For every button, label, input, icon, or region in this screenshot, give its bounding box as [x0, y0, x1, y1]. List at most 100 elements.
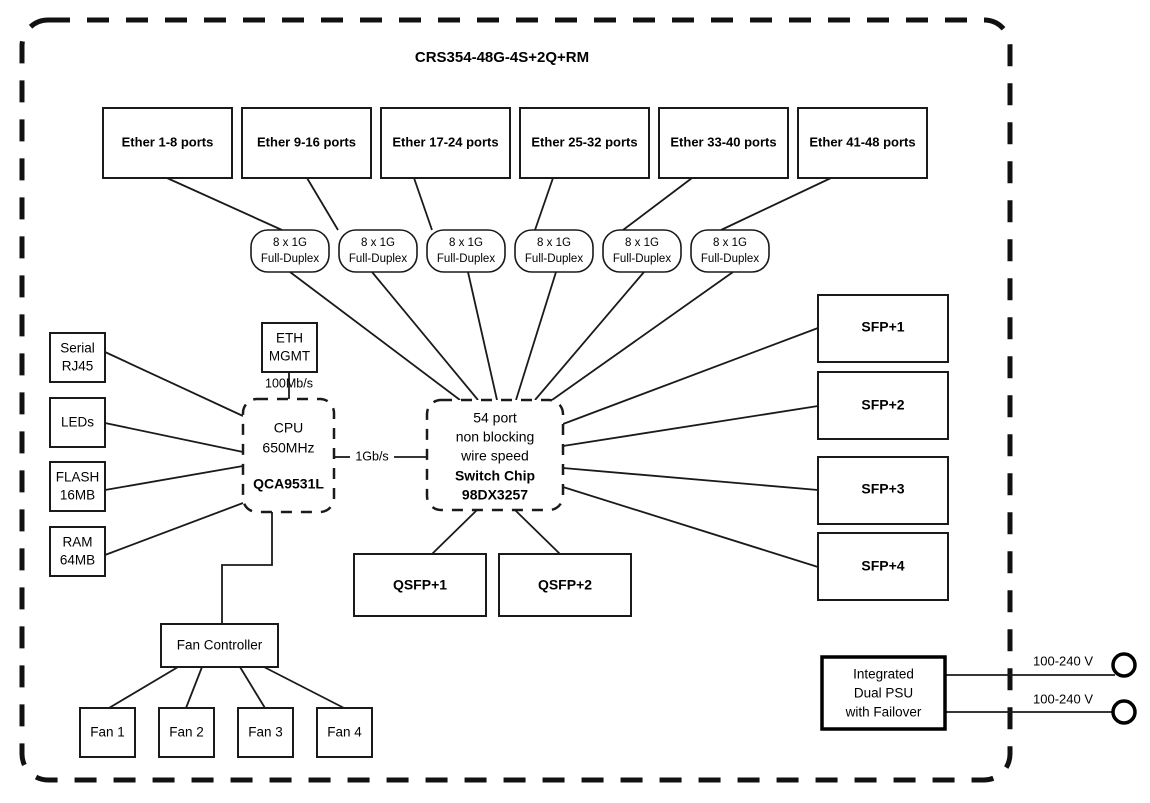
link-pill-line1: 8 x 1G	[449, 237, 483, 249]
link-pill-line1: 8 x 1G	[537, 237, 571, 249]
peripheral-box-ram[interactable]: RAM 64MB	[49, 526, 106, 577]
link-pill-line2: Full-Duplex	[525, 253, 583, 265]
link-pill-line1: 8 x 1G	[361, 237, 395, 249]
cpu-switch-speed-label: 1Gb/s	[355, 449, 388, 463]
pill-to-switch-links	[289, 271, 734, 401]
fan-box[interactable]: Fan 3	[237, 707, 294, 758]
peripheral-box-leds[interactable]: LEDs	[49, 397, 106, 448]
ether-port-box[interactable]: Ether 25-32 ports	[519, 107, 650, 179]
eth-mgmt-speed-label: 100Mb/s	[265, 376, 313, 390]
switch-to-sfp-links	[562, 327, 819, 568]
link-pill[interactable]: 8 x 1G Full-Duplex	[602, 229, 682, 273]
peripheral-label-line2: 64MB	[60, 553, 95, 568]
link-pill[interactable]: 8 x 1G Full-Duplex	[514, 229, 594, 273]
peripheral-group: Serial RJ45 LEDs FLASH 16MB RAM 64MB	[49, 332, 106, 577]
fan-box[interactable]: Fan 1	[79, 707, 136, 758]
eth-mgmt-group: ETH MGMT 100Mb/s	[261, 322, 318, 399]
sfp-port-label: SFP+2	[861, 397, 904, 413]
peripheral-label-line2: 16MB	[60, 488, 95, 503]
fan-label: Fan 4	[327, 725, 362, 740]
eth-mgmt-line2: MGMT	[269, 349, 310, 364]
eth-mgmt-box[interactable]: ETH MGMT	[261, 322, 318, 373]
sfp-port-label: SFP+4	[861, 558, 904, 574]
ether-port-label: Ether 9-16 ports	[257, 134, 356, 149]
switch-chip-line1: 54 port	[473, 410, 517, 426]
ether-port-label: Ether 1-8 ports	[122, 134, 214, 149]
ether-port-label: Ether 33-40 ports	[670, 134, 776, 149]
fan-label: Fan 3	[248, 725, 283, 740]
ether-port-box[interactable]: Ether 1-8 ports	[102, 107, 233, 179]
fan-controller-label: Fan Controller	[177, 638, 263, 653]
psu-input-voltage-label: 100-240 V	[1033, 691, 1093, 706]
fan-box[interactable]: Fan 4	[316, 707, 373, 758]
page-title: CRS354-48G-4S+2Q+RM	[415, 49, 589, 66]
ether-port-label: Ether 25-32 ports	[531, 134, 637, 149]
link-pill-line2: Full-Duplex	[349, 253, 407, 265]
sfp-port-box[interactable]: SFP+1	[817, 294, 949, 363]
fan-controller-to-fan-links	[108, 666, 345, 709]
psu-line1: Integrated	[853, 667, 914, 682]
psu-line2: Dual PSU	[854, 686, 913, 701]
qsfp-port-box[interactable]: QSFP+2	[498, 553, 632, 617]
link-pill-line1: 8 x 1G	[713, 237, 747, 249]
link-pill[interactable]: 8 x 1G Full-Duplex	[338, 229, 418, 273]
link-pill[interactable]: 8 x 1G Full-Duplex	[250, 229, 330, 273]
link-pill-group: 8 x 1G Full-Duplex 8 x 1G Full-Duplex 8 …	[250, 229, 770, 273]
ether-to-pill-links	[166, 177, 832, 231]
switch-chip-block[interactable]: 54 port non blocking wire speed Switch C…	[425, 398, 565, 512]
psu-line3: with Failover	[845, 705, 922, 720]
power-inlet-icon[interactable]	[1111, 699, 1137, 725]
ether-port-box[interactable]: Ether 9-16 ports	[241, 107, 372, 179]
psu-power-lines: 100-240 V 100-240 V	[945, 652, 1137, 725]
link-pill-line1: 8 x 1G	[625, 237, 659, 249]
ether-port-label: Ether 17-24 ports	[392, 134, 498, 149]
sfp-port-label: SFP+3	[861, 481, 904, 497]
link-pill-line2: Full-Duplex	[701, 253, 759, 265]
ether-port-box[interactable]: Ether 41-48 ports	[797, 107, 928, 179]
qsfp-port-label: QSFP+1	[393, 577, 447, 593]
sfp-group: SFP+1 SFP+2 SFP+3 SFP+4	[817, 294, 949, 601]
qsfp-port-box[interactable]: QSFP+1	[353, 553, 487, 617]
cpu-to-fan-controller-link	[221, 512, 273, 624]
sfp-port-label: SFP+1	[861, 319, 904, 335]
switch-chip-line4: Switch Chip	[455, 468, 535, 484]
peripheral-box-flash[interactable]: FLASH 16MB	[49, 461, 106, 512]
device-boundary	[19, 17, 1013, 783]
link-pill[interactable]: 8 x 1G Full-Duplex	[690, 229, 770, 273]
switch-chip-part-number: 98DX3257	[462, 487, 528, 503]
cpu-switch-link: 1Gb/s	[334, 449, 427, 463]
fan-label: Fan 2	[169, 725, 204, 740]
qsfp-port-label: QSFP+2	[538, 577, 592, 593]
peripheral-label-line2: RJ45	[62, 359, 94, 374]
sfp-port-box[interactable]: SFP+3	[817, 456, 949, 525]
cpu-block[interactable]: CPU 650MHz QCA9531L	[241, 397, 336, 514]
switch-to-qsfp-links	[431, 509, 561, 555]
ether-port-group: Ether 1-8 ports Ether 9-16 ports Ether 1…	[102, 107, 928, 179]
sfp-port-box[interactable]: SFP+4	[817, 532, 949, 601]
switch-chip-line2: non blocking	[456, 429, 535, 445]
peripheral-label-line1: FLASH	[56, 470, 100, 485]
cpu-line1: CPU	[274, 420, 304, 436]
ether-port-box[interactable]: Ether 17-24 ports	[380, 107, 511, 179]
link-pill-line2: Full-Duplex	[437, 253, 495, 265]
peripheral-to-cpu-links	[104, 351, 244, 556]
fan-label: Fan 1	[90, 725, 125, 740]
peripheral-box-serial-rj45[interactable]: Serial RJ45	[49, 332, 106, 383]
eth-mgmt-line1: ETH	[276, 331, 303, 346]
sfp-port-box[interactable]: SFP+2	[817, 371, 949, 440]
link-pill-line2: Full-Duplex	[261, 253, 319, 265]
peripheral-label-line1: LEDs	[61, 415, 94, 430]
power-inlet-icon[interactable]	[1111, 652, 1137, 678]
ether-port-box[interactable]: Ether 33-40 ports	[658, 107, 789, 179]
peripheral-label-line1: RAM	[63, 535, 93, 550]
psu-box[interactable]: Integrated Dual PSU with Failover	[820, 655, 947, 731]
link-pill[interactable]: 8 x 1G Full-Duplex	[426, 229, 506, 273]
ether-port-label: Ether 41-48 ports	[809, 134, 915, 149]
qsfp-group: QSFP+1 QSFP+2	[353, 553, 632, 617]
switch-chip-line3: wire speed	[460, 448, 529, 464]
fan-box[interactable]: Fan 2	[158, 707, 215, 758]
link-pill-line1: 8 x 1G	[273, 237, 307, 249]
fan-controller-box[interactable]: Fan Controller	[160, 623, 279, 668]
